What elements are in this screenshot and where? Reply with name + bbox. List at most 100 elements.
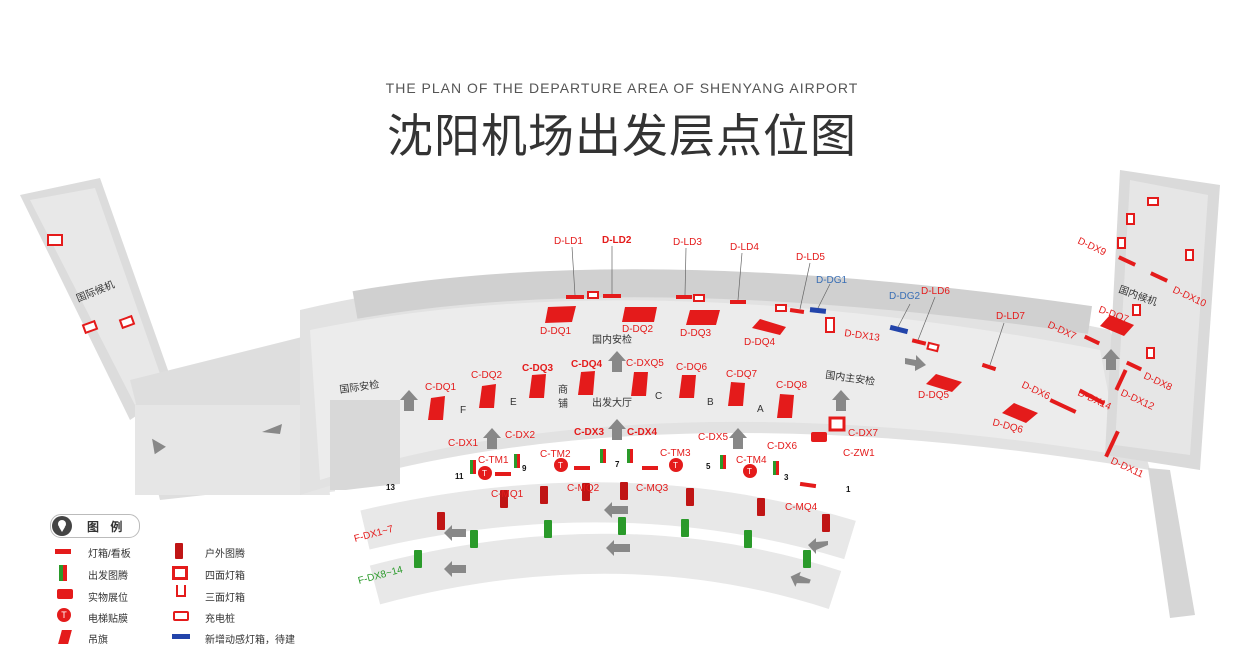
gate-number: 9 xyxy=(522,464,527,473)
label-c-dx4: C-DX4 xyxy=(627,427,657,438)
arrow-icon xyxy=(262,424,282,434)
lightbox-icon xyxy=(799,481,817,489)
label-d-dq3: D-DQ3 xyxy=(680,328,712,339)
svg-text:T: T xyxy=(747,467,752,476)
hanging-flag-icon xyxy=(479,384,496,408)
charging-station-icon xyxy=(1185,249,1194,261)
gate-number: 1 xyxy=(846,485,851,494)
charging-station-icon xyxy=(47,234,63,246)
legend-label: 电梯贴膜 xyxy=(88,614,128,625)
departure-totems xyxy=(470,449,779,475)
label-c-dq1: C-DQ1 xyxy=(425,382,457,393)
intl-wing xyxy=(20,178,340,500)
three-sided-lightbox-icon xyxy=(825,317,835,333)
departure-totem-icon-red xyxy=(63,565,67,581)
departure-totem-icon xyxy=(59,565,63,581)
lightbox-icon xyxy=(642,466,658,470)
outdoor-totem-icon xyxy=(437,512,445,530)
hanging-flag-icon xyxy=(926,374,962,392)
hanging-flags xyxy=(428,306,1134,423)
zone-b-label: B xyxy=(707,397,714,408)
gate-number: 7 xyxy=(615,460,620,469)
departure-totem-icon xyxy=(470,460,476,474)
departure-totem-icon xyxy=(600,449,606,463)
legend-title: 图 例 xyxy=(87,520,127,534)
label-c-tm4: C-TM4 xyxy=(736,455,767,466)
outdoor-totem-icon xyxy=(540,486,548,504)
lightbox-icon xyxy=(55,549,71,554)
departure-totem-icon xyxy=(773,461,779,475)
label-c-dx3: C-DX3 xyxy=(574,427,604,438)
lightbox-icon xyxy=(981,362,997,372)
hanging-flag-icon xyxy=(545,306,576,323)
zone-c-label: C xyxy=(655,391,662,402)
departure-totem-icon xyxy=(720,455,726,469)
gate-number: 11 xyxy=(455,472,464,481)
arrow-icon xyxy=(152,438,166,455)
legend-label: 充电桩 xyxy=(205,614,235,625)
dom-security-label: 国内安检 xyxy=(592,333,632,346)
charging-station-icon xyxy=(1117,237,1126,249)
charging-station-icon xyxy=(1147,197,1159,206)
outdoor-totem-icon xyxy=(757,498,765,516)
label-c-dx2: C-DX2 xyxy=(505,430,535,441)
exhibit-booth-icon xyxy=(57,589,73,599)
hanging-flag-icon xyxy=(578,371,595,395)
label-d-ld3: D-LD3 xyxy=(673,237,702,248)
exhibit-booth-icon xyxy=(811,432,827,442)
charging-station-icon xyxy=(1146,347,1155,359)
legend-label: 新增动感灯箱，待建 xyxy=(205,635,295,646)
lightbox-icon xyxy=(574,466,590,470)
lightbox-icon xyxy=(1078,388,1106,406)
label-d-ld4: D-LD4 xyxy=(730,242,759,253)
legend-label: 实物展位 xyxy=(88,593,128,604)
charging-station-icon xyxy=(775,304,787,312)
hanging-flag-icon xyxy=(777,394,794,418)
label-d-dx13: D-DX13 xyxy=(844,328,881,344)
label-d-dq5: D-DQ5 xyxy=(918,390,950,401)
outdoor-totem-icon xyxy=(686,488,694,506)
legend-label: 吊旗 xyxy=(88,635,108,646)
charging-station-icon xyxy=(1126,213,1135,225)
label-c-mq4: C-MQ4 xyxy=(785,502,818,513)
outdoor-totem-icon xyxy=(500,490,508,508)
flow-arrows xyxy=(400,349,1120,587)
svg-text:T: T xyxy=(673,461,678,470)
outdoor-totem-icon xyxy=(544,520,552,538)
outdoor-totem-icon xyxy=(620,482,628,500)
label-c-zw1: C-ZW1 xyxy=(843,448,875,459)
charging-station-icon xyxy=(1132,304,1141,316)
gate-number: 13 xyxy=(386,483,395,492)
zone-f-label: F xyxy=(460,405,466,416)
elevator-film-icon xyxy=(478,466,492,480)
map-subtitle: THE PLAN OF THE DEPARTURE AREA OF SHENYA… xyxy=(385,80,859,96)
label-c-dq6: C-DQ6 xyxy=(676,362,708,373)
hanging-flag-icon xyxy=(679,375,696,398)
label-d-ld2: D-LD2 xyxy=(602,235,632,246)
charging-station-icon xyxy=(926,341,940,353)
label-c-dq7: C-DQ7 xyxy=(726,369,758,380)
label-d-dq2: D-DQ2 xyxy=(622,324,654,335)
label-d-ld6: D-LD6 xyxy=(921,286,950,297)
label-c-mq1: C-MQ1 xyxy=(491,489,524,500)
outdoor-totem-icon xyxy=(582,483,590,501)
outdoor-totem-icon xyxy=(175,543,183,559)
outdoor-totem-icon xyxy=(618,517,626,535)
lightbox-icon xyxy=(789,308,805,314)
lightbox-icon xyxy=(495,472,511,476)
lightbox-icon xyxy=(1117,255,1137,267)
lightbox-icon xyxy=(676,295,692,299)
label-d-dx9: D-DX9 xyxy=(1076,236,1108,259)
label-d-ld5: D-LD5 xyxy=(796,252,825,263)
outdoor-totem-icon xyxy=(822,514,830,532)
lightbox-icon xyxy=(1049,398,1077,414)
departure-hall-label: 出发大厅 xyxy=(592,396,632,409)
lightbox-icon xyxy=(1114,369,1128,391)
charging-station-icon xyxy=(587,291,599,299)
charging-station-icon xyxy=(693,294,705,302)
label-d-ld7: D-LD7 xyxy=(996,311,1025,322)
lightbox-icon xyxy=(603,294,621,298)
charging-station-icon xyxy=(118,314,136,330)
outdoor-totem-icon xyxy=(414,550,422,568)
d-lightboxes xyxy=(495,255,1169,489)
